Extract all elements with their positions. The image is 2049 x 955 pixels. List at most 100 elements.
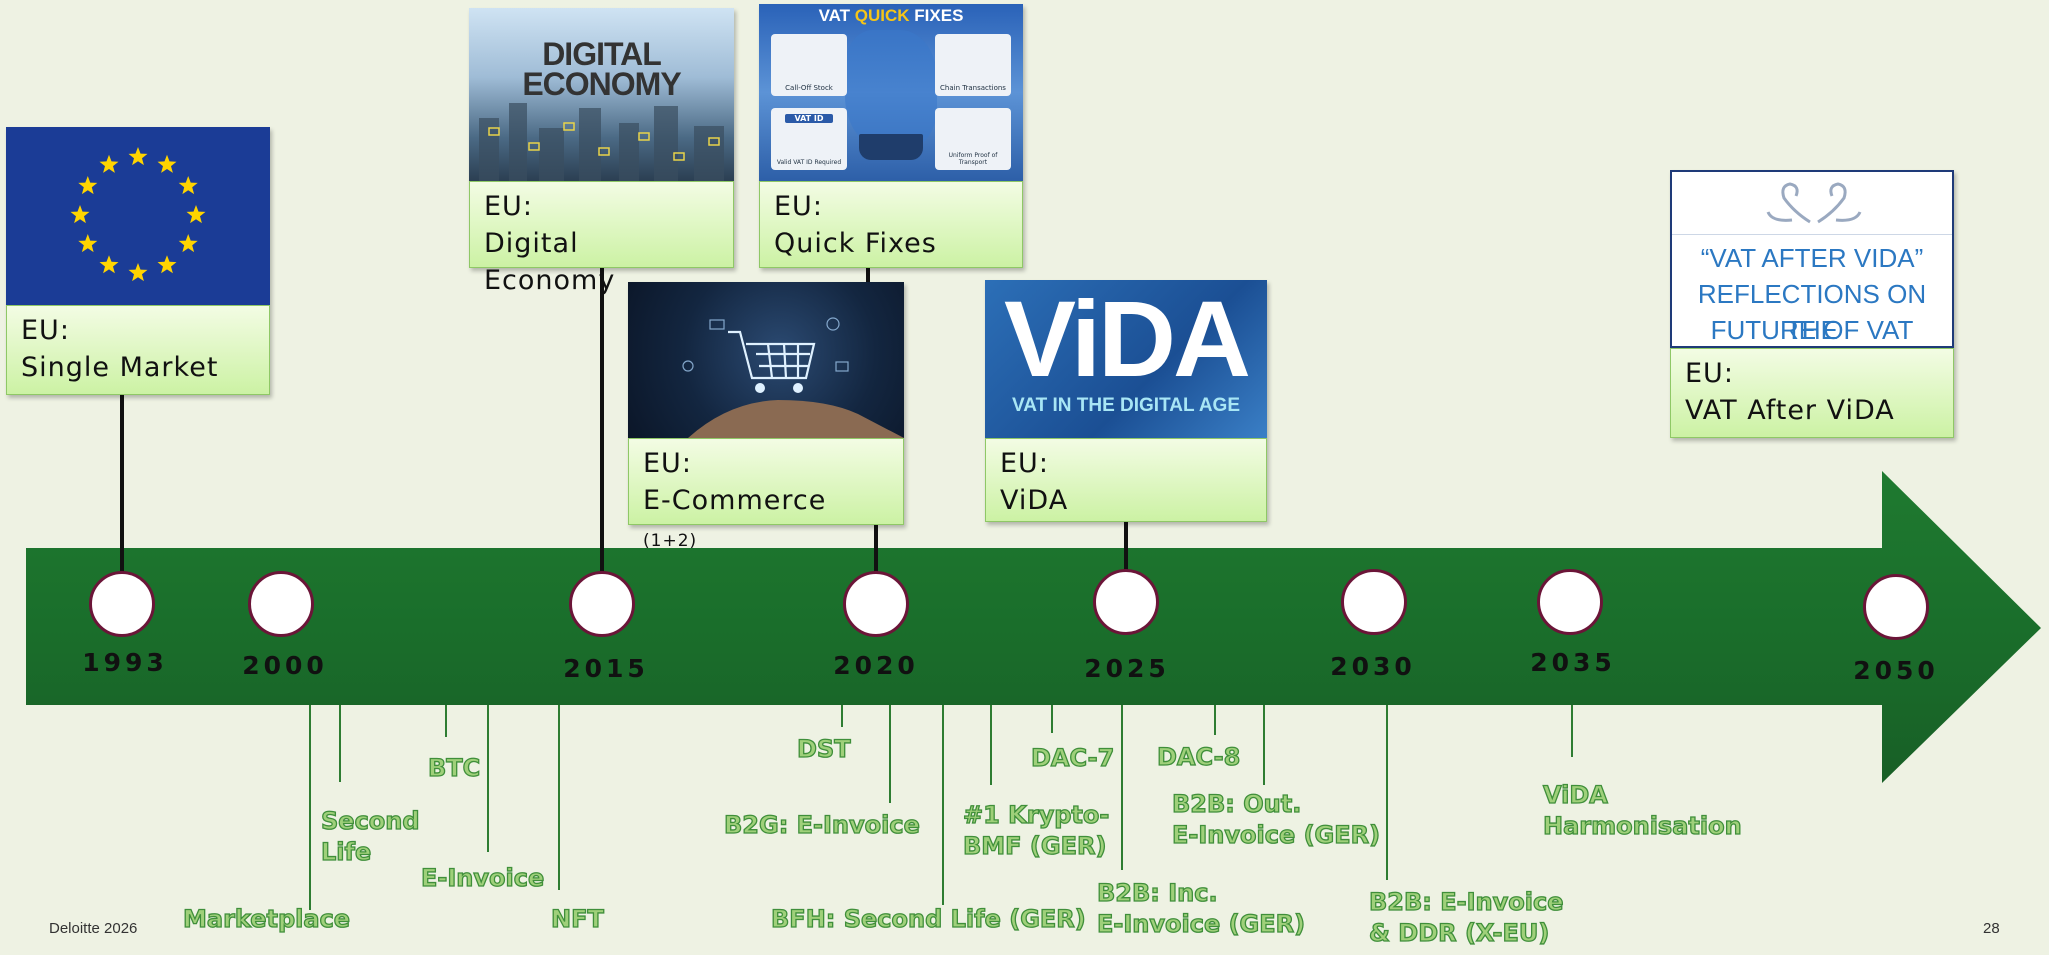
tile-vat-id: VAT ID Valid VAT ID Required	[771, 108, 847, 170]
year-circle-2035	[1537, 569, 1603, 635]
book-title-band	[1672, 234, 1952, 346]
ornament-icon	[1766, 182, 1862, 224]
shopping-cart-icon	[682, 317, 904, 438]
event-krypto: #1 Krypto- BMF (GER)	[962, 800, 1110, 862]
caption-line1: EU:	[774, 191, 823, 222]
vida-big-text: ViDA	[1003, 280, 1251, 399]
event-b2b-ddr: B2B: E-Invoice & DDR (X-EU)	[1368, 887, 1564, 949]
year-circle-2000	[248, 571, 314, 637]
card-vida: ViDA VAT IN THE DIGITAL AGE EU: ViDA	[985, 280, 1267, 522]
economy-word: ECONOMY	[522, 66, 681, 102]
tick-b2b-ddr	[1386, 705, 1388, 880]
star-icon	[78, 176, 98, 195]
card-ecommerce: EU: E-Commerce (1+2)	[628, 282, 904, 551]
card-single-market: EU: Single Market	[6, 127, 270, 395]
event-marketplace: Marketplace	[182, 904, 351, 933]
caption-line1: EU:	[1000, 448, 1049, 479]
event-line: E-Invoice (GER)	[1096, 909, 1306, 938]
connector-1993	[120, 395, 124, 575]
map-shape	[845, 30, 937, 150]
caption-line2: VAT After ViDA	[1685, 395, 1895, 426]
event-line: & DDR (X-EU)	[1368, 918, 1550, 947]
event-line: B2B: E-Invoice	[1368, 887, 1564, 916]
event-line: B2B: Inc.	[1096, 878, 1218, 907]
book-line1: “VAT AFTER VIDA”	[1700, 243, 1924, 273]
year-label: 2015	[563, 654, 649, 683]
event-nft: NFT	[550, 904, 604, 933]
event-b2b-out: B2B: Out. E-Invoice (GER)	[1171, 789, 1380, 851]
star-icon	[70, 205, 90, 224]
star-icon	[78, 234, 98, 253]
caption-line2: E-Commerce (1+2)	[643, 482, 889, 560]
card-caption: EU: VAT After ViDA	[1670, 348, 1954, 438]
book-line2: REFLECTIONS ON THE	[1697, 279, 1927, 345]
vat-id-badge: VAT ID	[785, 114, 833, 123]
event-line: Harmonisation	[1542, 811, 1742, 840]
card-caption: EU: ViDA	[985, 438, 1267, 522]
eu-stars-icon	[70, 147, 206, 282]
connector-2020	[874, 525, 878, 575]
tick-bfh	[942, 705, 944, 905]
tile-label: Valid VAT ID Required	[776, 159, 842, 166]
event-dac8: DAC-8	[1156, 742, 1241, 771]
title-part-a: VAT	[818, 6, 855, 25]
event-line: ViDA	[1542, 780, 1608, 809]
star-icon	[99, 255, 119, 274]
tick-b2g	[889, 705, 891, 803]
event-b2b-inc: B2B: Inc. E-Invoice (GER)	[1096, 878, 1306, 940]
event-btc: BTC	[427, 753, 481, 782]
tick-dac7	[1051, 705, 1053, 733]
digital-word: DIGITAL	[542, 36, 662, 72]
event-line: B2B: Out.	[1171, 789, 1302, 818]
tick-nft	[558, 705, 560, 890]
ship-icon	[859, 134, 923, 160]
caption-sup: (1+2)	[643, 531, 698, 551]
connector-2025	[1124, 522, 1128, 574]
tick-einvoice	[487, 705, 489, 852]
event-vida-harmonisation: ViDA Harmonisation	[1542, 780, 1742, 842]
tile-label: Uniform Proof of Transport	[948, 152, 998, 166]
star-icon	[178, 176, 198, 195]
ecommerce-image	[628, 282, 904, 438]
star-icon	[128, 147, 148, 166]
caption-line2: Single Market	[21, 352, 219, 383]
caption-main: E-Commerce	[643, 485, 827, 516]
vida-image: ViDA VAT IN THE DIGITAL AGE	[985, 280, 1267, 438]
year-label: 2025	[1084, 654, 1170, 683]
book-cover-image: “VAT AFTER VIDA” REFLECTIONS ON THE FUTU…	[1670, 170, 1954, 348]
footer-source: Deloitte 2026	[49, 920, 138, 937]
tick-b2b-inc	[1121, 705, 1123, 870]
tile-label: Chain Transactions	[940, 84, 1006, 92]
tick-krypto	[990, 705, 992, 785]
caption-line2: Digital Economy	[484, 228, 616, 296]
quick-fixes-title: VAT QUICK FIXES	[759, 6, 1023, 26]
title-part-b: QUICK	[854, 6, 910, 25]
tick-dac8	[1214, 705, 1216, 735]
event-b2g: B2G: E-Invoice	[723, 810, 920, 839]
year-circle-2030	[1341, 569, 1407, 635]
quick-fixes-image: VAT QUICK FIXES Call-Off Stock Chain Tra…	[759, 4, 1023, 181]
eu-flag-image	[6, 127, 270, 305]
caption-line2: ViDA	[1000, 485, 1069, 516]
card-caption: EU: Digital Economy	[469, 181, 734, 296]
card-vat-after-vida: “VAT AFTER VIDA” REFLECTIONS ON THE FUTU…	[1670, 170, 1954, 438]
star-icon	[157, 154, 177, 173]
year-label: 2000	[242, 651, 328, 680]
event-second-life: Second Life	[320, 806, 420, 868]
year-circle-2025	[1093, 569, 1159, 635]
tick-btc	[445, 705, 447, 737]
year-label: 2020	[833, 651, 919, 680]
caption-line1: EU:	[484, 191, 533, 222]
event-dac7: DAC-7	[1030, 743, 1115, 772]
star-icon	[186, 205, 206, 224]
card-caption: EU: Single Market	[6, 305, 270, 395]
city-network-icon	[479, 103, 724, 181]
card-quick-fixes: VAT QUICK FIXES Call-Off Stock Chain Tra…	[759, 4, 1023, 268]
caption-line1: EU:	[1685, 358, 1734, 389]
event-line: BMF (GER)	[962, 831, 1107, 860]
event-line: Life	[320, 837, 372, 866]
tick-second-life	[339, 705, 341, 782]
connector-2015	[600, 268, 604, 574]
year-label: 2050	[1853, 656, 1939, 685]
